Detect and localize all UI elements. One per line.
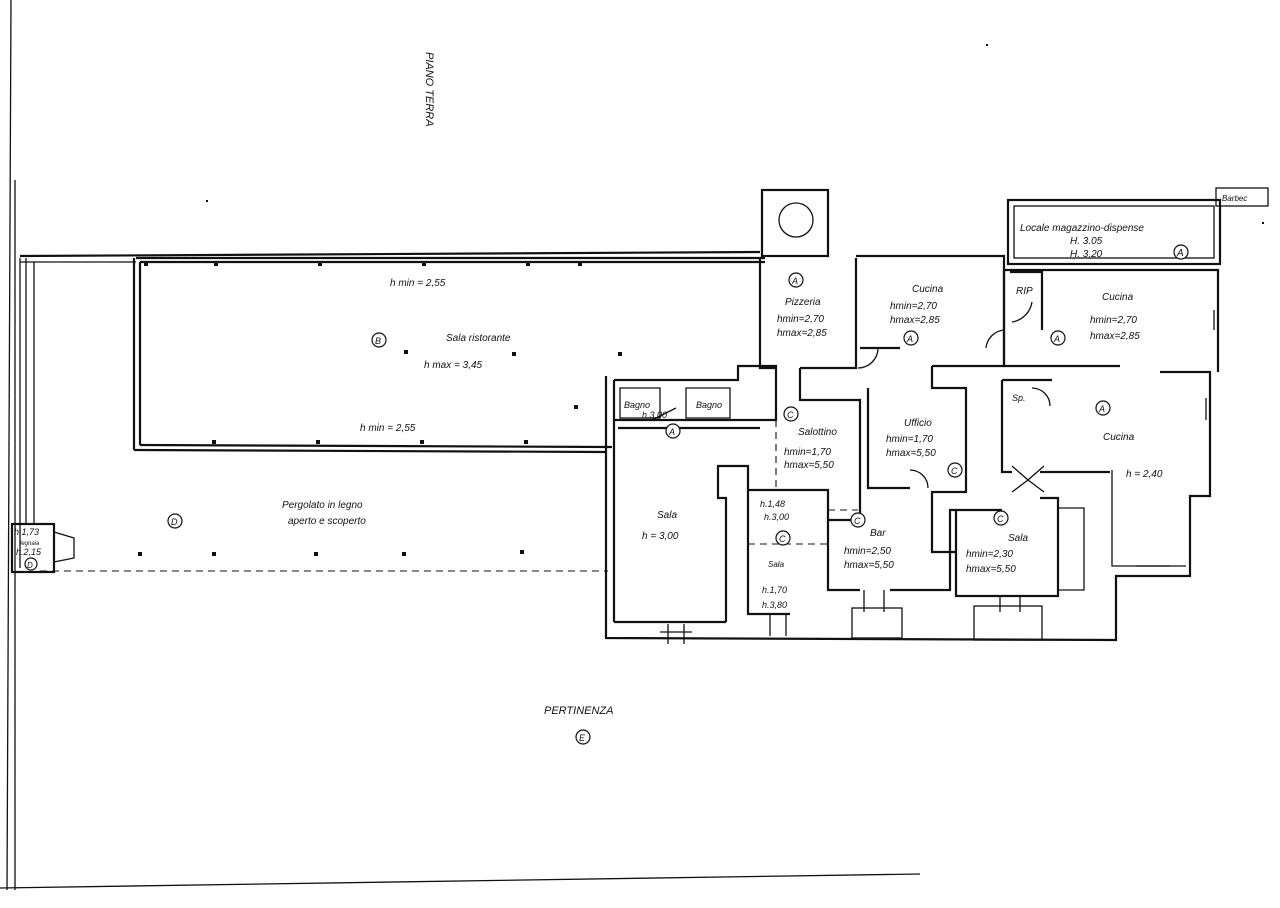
magazzino-zone: A <box>1176 248 1184 259</box>
zone-marker-cucina1 <box>903 330 919 346</box>
zone-marker-salottino <box>783 406 799 422</box>
cucina1-hmin: hmin=2,70 <box>890 301 937 312</box>
sala-small-zone: C <box>779 534 786 544</box>
ufficio-name: Ufficio <box>904 418 932 429</box>
sheet-border <box>0 0 921 891</box>
cucina3-zone: A <box>1098 404 1105 414</box>
cucina2-zone: A <box>1053 334 1060 344</box>
zone-marker-magazzino <box>1173 244 1189 260</box>
magazzino-name: Locale magazzino-dispense <box>1020 223 1144 234</box>
sala-ristorante-hmin-bottom: h min = 2,55 <box>360 423 416 434</box>
sala-small-height-2: h.3,00 <box>764 512 789 522</box>
bar-hmax: hmax=5,50 <box>844 560 894 571</box>
zone-marker-sala-ristorante <box>371 332 387 348</box>
salottino-hmin: hmin=1,70 <box>784 447 831 458</box>
zone-marker-sala2 <box>993 510 1009 526</box>
magazzino-height-1: H. 3.05 <box>1070 236 1103 247</box>
sala-ristorante-zone: B <box>375 336 381 346</box>
legnaia-height-2: h.2,15 <box>16 547 42 557</box>
sala2-hmax: hmax=5,50 <box>966 564 1016 575</box>
sala-small-name: Sala <box>768 560 785 569</box>
zone-marker-pertinenza <box>575 729 591 745</box>
sala-ristorante-hmin-top: h min = 2,55 <box>390 278 446 289</box>
magazzino-height-2: H. 3.20 <box>1070 249 1103 260</box>
pizzeria-name: Pizzeria <box>785 297 821 308</box>
legnaia-zone: D <box>27 561 33 570</box>
sala-small-height-4: h.3,80 <box>762 600 787 610</box>
window-marks <box>660 310 1215 644</box>
sala2-hmin: hmin=2,30 <box>966 549 1013 560</box>
cucina3-name: Cucina <box>1103 432 1135 443</box>
legnaia-name: legnaia <box>20 541 40 547</box>
sala2-zone: C <box>997 514 1004 524</box>
pertinenza-label: PERTINENZA <box>544 705 613 717</box>
pizzeria-zone: A <box>791 276 798 286</box>
legnaia-height-1: h.1,73 <box>14 527 39 537</box>
cucina2-hmax: hmax=2,85 <box>1090 331 1140 342</box>
pizzeria-hmax: hmax=2,85 <box>777 328 827 339</box>
cucina3-height: h = 2,40 <box>1126 469 1163 480</box>
ufficio-hmin: hmin=1,70 <box>886 434 933 445</box>
sala-small-height-1: h.1,48 <box>760 499 785 509</box>
sala-ristorante-name: Sala ristorante <box>446 333 511 344</box>
plan-title: PIANO TERRA <box>423 52 435 127</box>
bagno-right-label: Bagno <box>696 400 722 410</box>
cucina2-hmin: hmin=2,70 <box>1090 315 1137 326</box>
zone-marker-bagni <box>665 423 681 439</box>
salottino-hmax: hmax=5,50 <box>784 460 834 471</box>
zone-marker-pizzeria <box>788 272 804 288</box>
bar-name: Bar <box>870 528 886 539</box>
barbec-label: Barbec <box>1222 194 1247 203</box>
ufficio-zone: C <box>951 466 958 476</box>
pergolato-line1: Pergolato in legno <box>282 500 363 511</box>
sala-small-height-3: h.1,70 <box>762 585 787 595</box>
zone-marker-cucina3 <box>1095 400 1111 416</box>
sala1-name: Sala <box>657 510 677 521</box>
cucina2-name: Cucina <box>1102 292 1134 303</box>
zone-marker-sala-small <box>775 530 791 546</box>
sala-ristorante-walls <box>132 256 765 454</box>
cucina1-hmax: hmax=2,85 <box>890 315 940 326</box>
dashed-partitions <box>748 420 858 545</box>
bagni-height: h.3,00 <box>642 410 667 420</box>
zone-marker-ufficio <box>947 462 963 478</box>
building-walls <box>604 187 1269 642</box>
sala1-height: h = 3,00 <box>642 531 679 542</box>
pertinenza-zone: E <box>579 733 586 743</box>
salottino-zone: C <box>787 410 794 420</box>
salottino-name: Salottino <box>798 427 837 438</box>
zone-marker-legnaia <box>24 557 38 571</box>
cucina1-zone: A <box>906 334 913 344</box>
sp-label: Sp. <box>1012 393 1026 403</box>
pergola-structure <box>19 250 761 572</box>
bar-hmin: hmin=2,50 <box>844 546 891 557</box>
door-swings <box>651 301 1051 493</box>
column-dots <box>138 262 622 556</box>
bar-zone: C <box>854 516 861 526</box>
bagni-zone: A <box>668 427 675 437</box>
legnaia-shed <box>10 522 75 574</box>
sala2-name: Sala <box>1008 533 1028 544</box>
zone-marker-bar <box>850 512 866 528</box>
pergolato-zone: D <box>171 517 178 527</box>
bagno-left-label: Bagno <box>624 400 650 410</box>
drawing-specks <box>206 44 1264 224</box>
zone-marker-cucina2 <box>1050 330 1066 346</box>
rip-label: RIP <box>1016 286 1033 297</box>
ufficio-hmax: hmax=5,50 <box>886 448 936 459</box>
cucina1-name: Cucina <box>912 284 944 295</box>
zone-marker-pergolato <box>167 513 183 529</box>
pergolato-line2: aperto e scoperto <box>288 516 366 527</box>
sala-ristorante-hmax: h max = 3,45 <box>424 360 483 371</box>
pizzeria-hmin: hmin=2,70 <box>777 314 824 325</box>
